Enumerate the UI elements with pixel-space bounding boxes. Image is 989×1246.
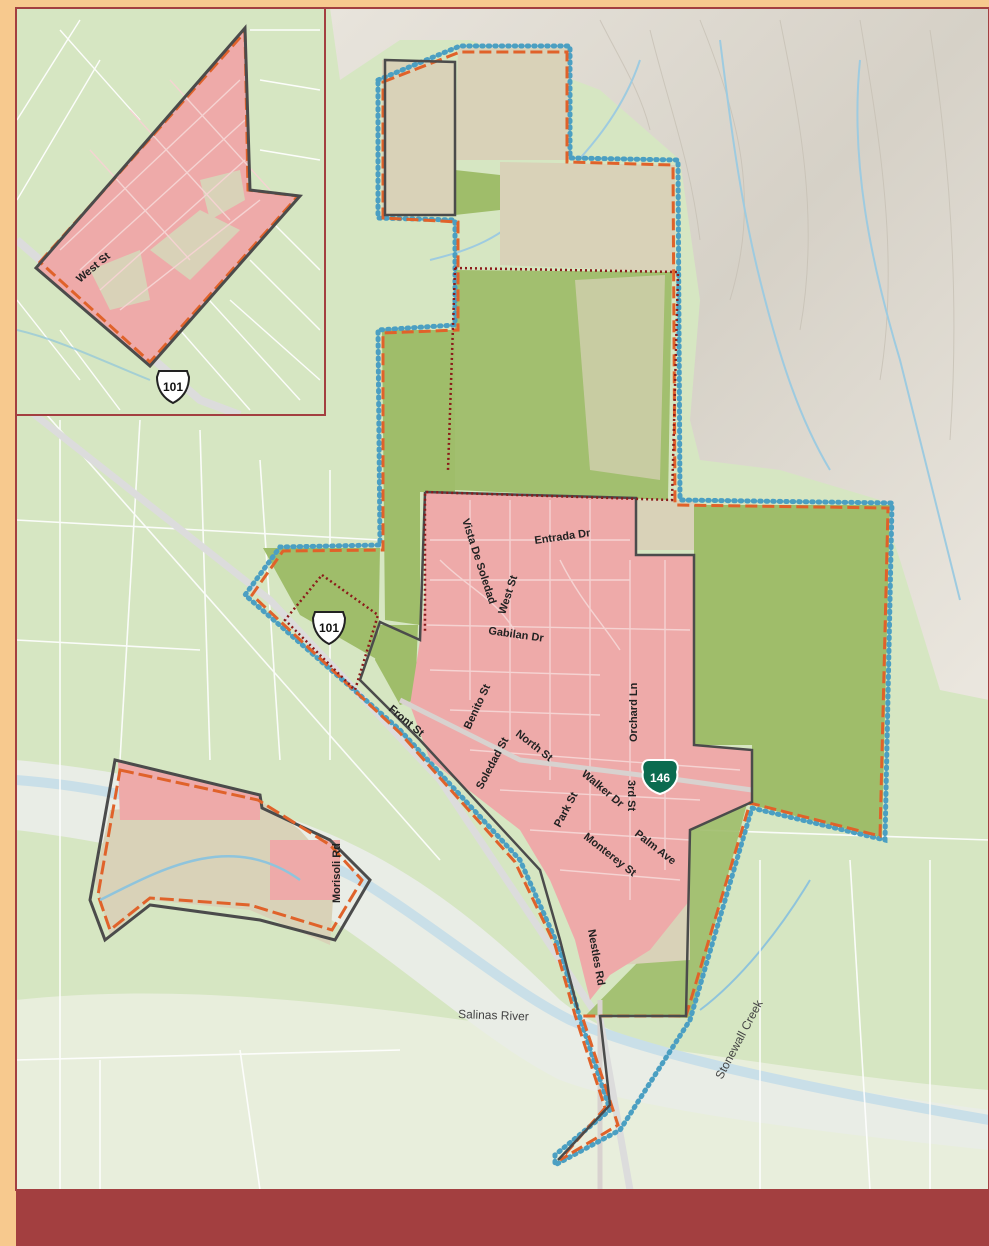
ca-146-label: 146: [650, 771, 670, 785]
subarea-boundary: [423, 266, 680, 632]
urban-area: [410, 492, 752, 1000]
inset-us-101-shield: 101: [155, 370, 191, 405]
street-label-third: 3rd St: [625, 780, 637, 812]
urban-street-grid: [424, 500, 741, 900]
footer-band: [16, 1190, 989, 1246]
hills-terrain: [330, 8, 989, 700]
ca-146-shield: 146: [641, 759, 679, 796]
street-label-morisoli: Morisoli Rd: [331, 843, 343, 903]
main-map: 101 146 Entrada Dr Vista De Soledad West…: [16, 8, 989, 1190]
salinas-river-label: Salinas River: [458, 1007, 529, 1023]
inset-map: West St 101: [15, 7, 326, 416]
street-label-orchard: Orchard Ln: [628, 682, 640, 742]
us-101-shield: 101: [311, 611, 347, 646]
inset-us-101-label: 101: [163, 380, 183, 394]
city-limit-boundary: [358, 490, 754, 1161]
us-101-label: 101: [319, 621, 339, 635]
